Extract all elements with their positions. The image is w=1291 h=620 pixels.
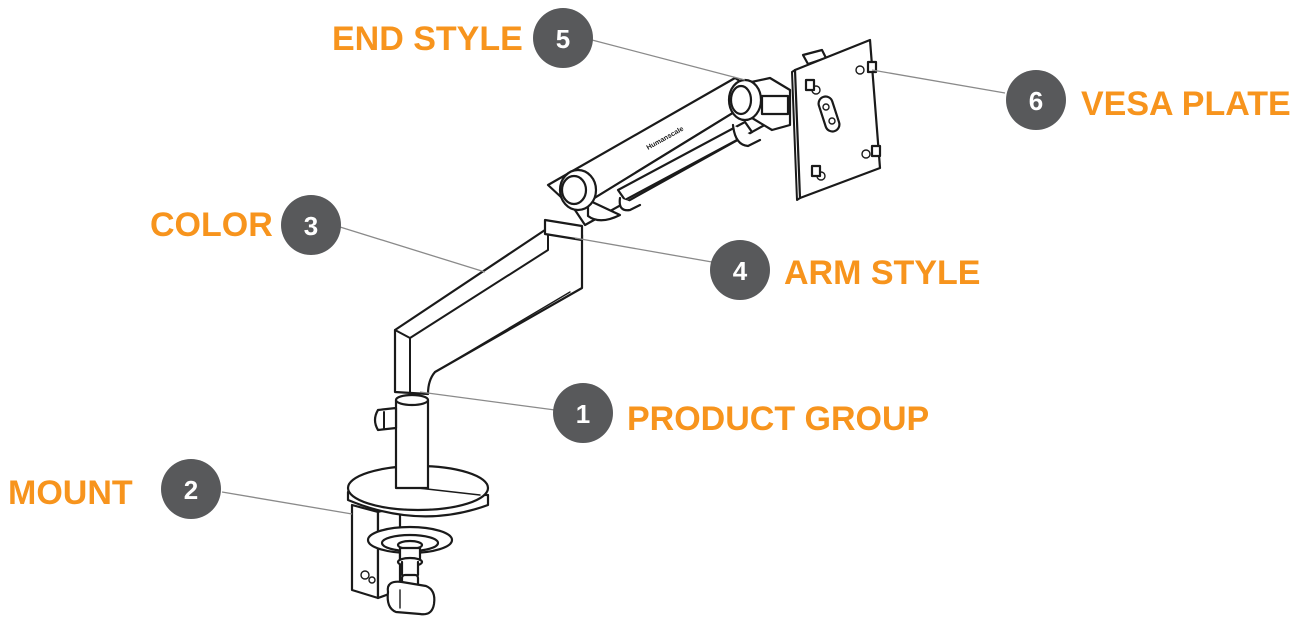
callout-1: 1 PRODUCT GROUP	[553, 383, 929, 443]
badge-number-1: 1	[576, 399, 590, 429]
callout-label-color: COLOR	[150, 206, 273, 244]
leader-line-3	[339, 226, 486, 273]
leader-line-2	[221, 491, 353, 515]
elbow-joint	[558, 168, 598, 212]
badge-2	[161, 459, 221, 519]
monitor-arm-illustration: Humanscale	[346, 38, 882, 616]
badge-1	[553, 383, 613, 443]
badge-4	[710, 240, 770, 300]
lower-arm	[393, 218, 584, 396]
badge-number-3: 3	[304, 211, 318, 241]
badge-number-5: 5	[556, 24, 570, 54]
badge-number-4: 4	[733, 256, 748, 286]
callout-2: 2 MOUNT	[8, 459, 221, 519]
vesa-plate	[791, 38, 882, 201]
leader-line-5	[591, 39, 746, 81]
end-joint	[727, 76, 792, 132]
leader-line-6	[871, 69, 1006, 94]
callout-label-vesa-plate: VESA PLATE	[1081, 85, 1291, 123]
badge-number-6: 6	[1029, 86, 1043, 116]
badge-number-2: 2	[184, 475, 198, 505]
callout-5: 5 END STYLE	[332, 8, 593, 68]
callout-label-end-style: END STYLE	[332, 20, 523, 58]
leader-line-4	[574, 237, 713, 263]
badge-3	[281, 195, 341, 255]
callout-label-product-group: PRODUCT GROUP	[627, 400, 929, 438]
pole	[373, 393, 430, 490]
callout-3: 3 COLOR	[150, 195, 341, 255]
badge-6	[1006, 70, 1066, 130]
callout-label-arm-style: ARM STYLE	[784, 254, 980, 292]
callout-4: 4 ARM STYLE	[710, 240, 980, 300]
badge-5	[533, 8, 593, 68]
leader-line-1	[419, 391, 556, 411]
clamp-mount	[350, 503, 454, 616]
upper-arm: Humanscale	[546, 76, 772, 227]
callout-6: 6 VESA PLATE	[1006, 70, 1291, 130]
callout-label-mount: MOUNT	[8, 474, 133, 512]
leader-lines	[221, 39, 1006, 515]
